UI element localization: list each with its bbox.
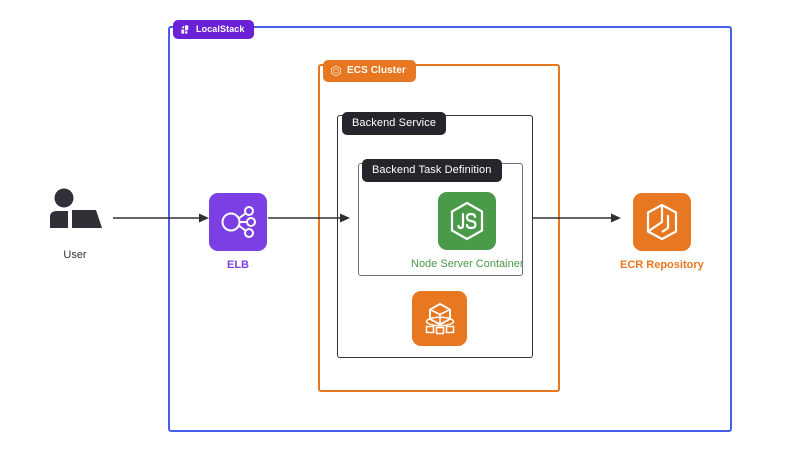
badge-ecs-cluster-label: ECS Cluster (347, 65, 406, 76)
node-user: User (44, 186, 106, 261)
node-node-server-container: Node Server Container (411, 192, 524, 270)
node-elb: ELB (209, 193, 267, 271)
localstack-icon (180, 24, 191, 35)
node-ecr-repository: ECR Repository (620, 193, 704, 271)
user-tile (44, 186, 106, 236)
badge-backend-service-label: Backend Service (352, 117, 437, 129)
nodejs-icon (451, 201, 484, 241)
node-ecr-repository-label: ECR Repository (620, 259, 704, 271)
badge-localstack-label: LocalStack (196, 24, 245, 34)
elb-tile (209, 193, 267, 251)
ecs-task-tile (412, 291, 467, 346)
node-elb-label: ELB (227, 259, 249, 271)
ecr-tile (632, 193, 691, 251)
badge-localstack: LocalStack (173, 20, 254, 39)
ecs-container-cube-icon (425, 302, 454, 334)
ecs-hexagon-icon (330, 65, 342, 77)
node-node-server-container-label: Node Server Container (411, 258, 524, 270)
arrow-user-to-elb (113, 213, 209, 223)
group-localstack (168, 26, 732, 432)
badge-backend-task-definition-label: Backend Task Definition (372, 164, 492, 176)
node-ecs-task (412, 291, 467, 346)
badge-ecs-cluster: ECS Cluster (323, 60, 416, 82)
user-laptop-icon (50, 188, 102, 228)
badge-backend-service: Backend Service (342, 112, 447, 135)
nodejs-tile (438, 192, 497, 250)
ecr-cube-icon (646, 203, 677, 241)
load-balancer-icon (221, 206, 256, 238)
group-ecs-cluster (318, 64, 560, 392)
badge-backend-task-definition: Backend Task Definition (362, 159, 502, 182)
node-user-label: User (63, 249, 87, 261)
arrow-elb-to-ecs-cluster (268, 213, 350, 223)
arrow-backend-service-to-ecr (533, 213, 621, 223)
